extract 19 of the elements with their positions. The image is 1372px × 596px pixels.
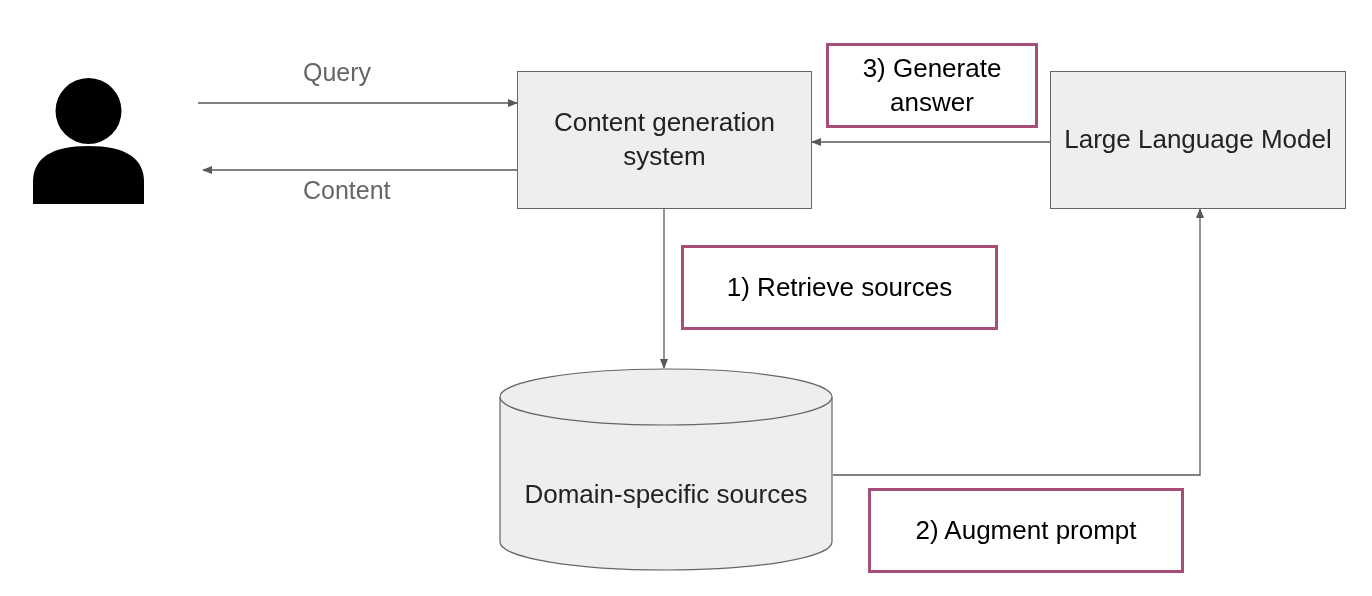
node-text: 3) Generate answer <box>861 51 1003 119</box>
arrow <box>810 137 1051 147</box>
step-box <box>868 488 1184 573</box>
arrow <box>201 165 518 175</box>
arrow <box>197 98 519 108</box>
process-box <box>517 71 812 209</box>
node-text: 2) Augment prompt <box>914 513 1138 547</box>
arrow <box>659 208 669 370</box>
step-box <box>826 43 1038 128</box>
edge-label: Content <box>303 176 391 205</box>
process-box <box>1050 71 1346 209</box>
edge-label: Query <box>303 58 372 87</box>
person-icon <box>33 78 144 204</box>
arrow <box>832 207 1205 476</box>
node-text: Large Language Model <box>1063 123 1333 157</box>
node-text: Content generation system <box>552 106 777 173</box>
step-box <box>681 245 998 330</box>
node-text: Domain-specific sources <box>523 477 809 511</box>
node-text: 1) Retrieve sources <box>725 270 954 304</box>
